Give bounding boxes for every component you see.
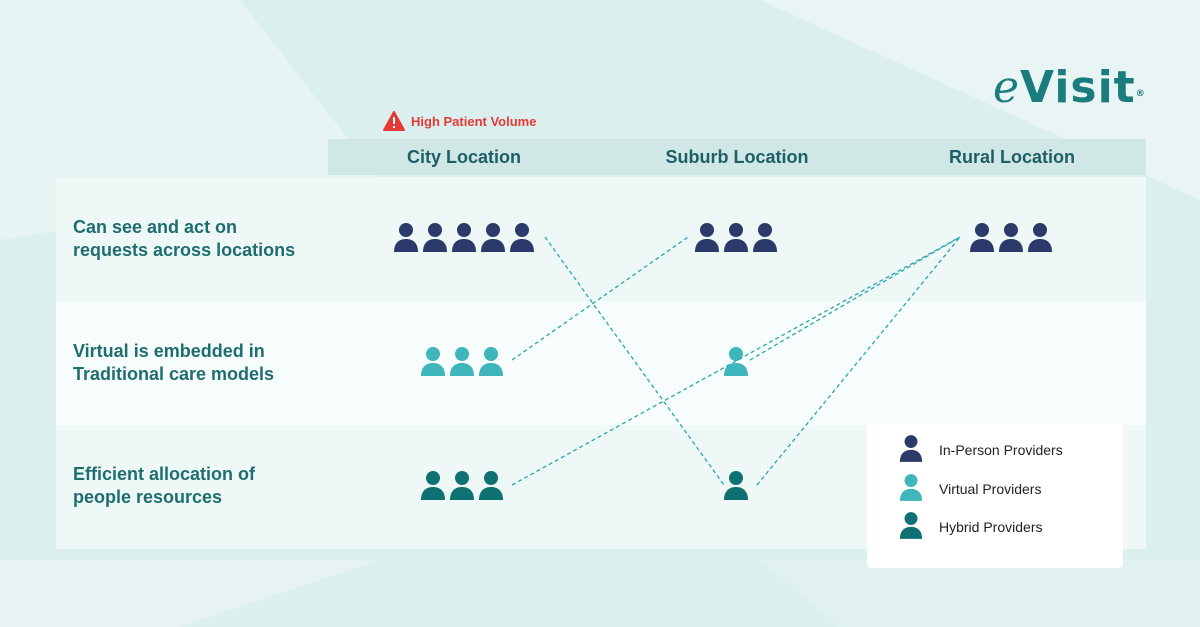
legend-label-in-person: In-Person Providers [939,441,1063,458]
column-header-suburb: Suburb Location [665,147,809,167]
logo-text: Visit [1020,62,1136,113]
in-person-group-rural [969,221,1053,253]
high-patient-volume-alert: High Patient Volume [383,110,536,132]
legend: In-Person Providers Virtual Providers Hy… [867,423,1123,568]
hybrid-provider-icon [899,510,923,543]
row-label-2-line2: Traditional care models [73,364,275,384]
person-icon [695,223,719,252]
alert-text: High Patient Volume [411,113,537,129]
person-icon [479,347,503,376]
row-label-1: Can see and act on requests across locat… [73,216,343,262]
person-icon [899,512,923,539]
person-icon [450,347,474,376]
in-person-provider-icon [899,433,923,466]
person-icon [753,223,777,252]
person-icon [899,474,923,501]
person-icon [394,223,418,252]
person-icon [481,223,505,252]
in-person-group-suburb [694,221,778,253]
person-icon [1028,223,1052,252]
person-icon [970,223,994,252]
column-header-band [328,139,1146,175]
row-label-3-line1: Efficient allocation of [73,464,256,484]
legend-label-virtual: Virtual Providers [939,480,1042,497]
virtual-group-city [420,345,504,377]
person-icon [423,223,447,252]
row-label-1-line2: requests across locations [73,240,296,260]
virtual-provider-icon [899,472,923,505]
person-icon [510,223,534,252]
person-icon [724,471,748,500]
person-icon [421,347,445,376]
row-label-3-line2: people resources [73,487,223,507]
hybrid-group-city [420,469,504,501]
person-icon [999,223,1023,252]
legend-label-hybrid: Hybrid Providers [939,518,1043,535]
column-header-rural: Rural Location [948,147,1075,167]
hybrid-group-suburb [723,469,749,501]
person-icon [899,435,923,462]
legend-item-in-person: In-Person Providers [899,433,1063,466]
person-icon [452,223,476,252]
row-label-1-line1: Can see and act on [73,217,238,237]
evisit-logo: eVisit® [993,60,1163,116]
logo-e: e [993,62,1021,113]
person-icon [724,347,748,376]
person-icon [724,223,748,252]
person-icon [450,471,474,500]
legend-item-virtual: Virtual Providers [899,472,1041,505]
row-label-3: Efficient allocation of people resources [73,463,343,509]
warning-icon [383,111,405,131]
column-header-city: City Location [406,147,521,167]
in-person-group-city [393,221,535,253]
virtual-group-suburb [723,345,749,377]
logo-registered-mark: ® [1135,89,1146,99]
person-icon [479,471,503,500]
row-label-2: Virtual is embedded in Traditional care … [73,340,343,386]
person-icon [421,471,445,500]
legend-item-hybrid: Hybrid Providers [899,510,1042,543]
row-label-2-line1: Virtual is embedded in [73,341,265,361]
